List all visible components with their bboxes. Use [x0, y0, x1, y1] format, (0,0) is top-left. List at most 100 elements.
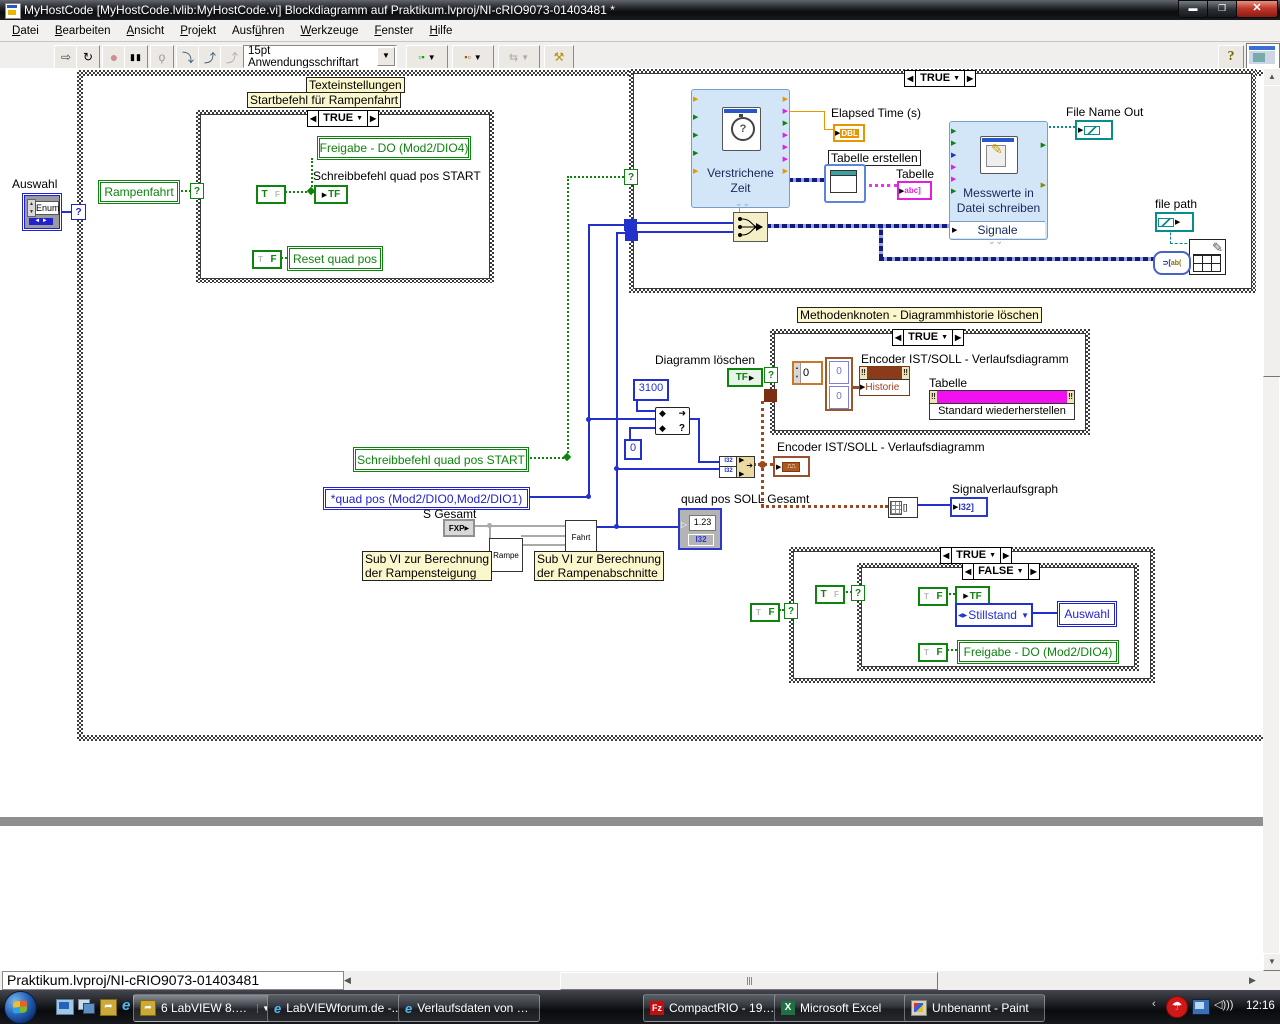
auswahl-enum-control[interactable]: ▲▼ Enum ◄ ► — [22, 193, 62, 231]
case-next-icon[interactable]: ▶ — [1000, 548, 1011, 563]
quad-pos-soll-indicator[interactable]: ▷ 1.23 I32 — [678, 508, 722, 550]
case-next-icon[interactable]: ▶ — [1027, 564, 1039, 579]
step-out-button[interactable]: ⤴ — [220, 45, 244, 69]
run-button[interactable]: ⇨ — [54, 45, 78, 69]
help-button[interactable]: ? — [1218, 45, 1244, 69]
close-button[interactable]: ✕ — [1236, 0, 1278, 18]
menu-datei[interactable]: Datei — [12, 24, 39, 37]
expand-chevron-icon[interactable]: ⌄⌄ — [988, 236, 1004, 246]
dbl-indicator[interactable]: ▶DBL — [833, 124, 865, 142]
avira-tray-icon[interactable]: ☂ — [1166, 996, 1188, 1018]
stillstand-enum-constant[interactable]: ◀▶ Stillstand ▼ — [955, 603, 1033, 627]
diagramm-loeschen-local[interactable]: TF▶ — [727, 368, 763, 387]
fxp-node[interactable]: FXP▶ — [443, 519, 475, 537]
rampenfahrt-local[interactable]: Rampenfahrt — [98, 180, 180, 204]
font-selector-dropdown-icon[interactable]: ▼ — [377, 47, 395, 66]
h-scroll-right[interactable]: ▶ — [1249, 975, 1256, 985]
taskbar-button-verlaufsdaten[interactable]: e Verlaufsdaten von ei... — [398, 994, 540, 1022]
case-dropdown-icon[interactable]: ▼ — [989, 552, 997, 559]
group-expand-icon[interactable]: ▼ — [257, 1003, 270, 1013]
resize-objects-button[interactable]: ⇆▼ — [498, 45, 540, 69]
bundle-node[interactable]: ▶▶➔ — [736, 456, 755, 478]
clock[interactable]: 12:16 — [1246, 1000, 1275, 1012]
step-over-button[interactable]: ⤴ — [198, 45, 222, 69]
taskbar-button-paint[interactable]: Unbenannt - Paint — [904, 994, 1045, 1022]
case-dropdown-icon[interactable]: ▼ — [356, 115, 364, 122]
convert-to-dynamic-node[interactable]: ⊃[ab( — [1153, 251, 1191, 275]
menu-werkzeuge[interactable]: Werkzeuge — [300, 24, 359, 37]
tray-chevron-icon[interactable]: ‹ — [1152, 998, 1156, 1010]
menu-ansicht[interactable]: Ansicht — [126, 24, 165, 37]
app-icon[interactable] — [5, 3, 21, 19]
start-button[interactable] — [4, 991, 37, 1024]
schreibbefehl-local-2[interactable]: Schreibbefehl quad pos START — [353, 447, 529, 472]
menu-projekt[interactable]: Projekt — [180, 24, 217, 37]
tabelle-indicator[interactable]: ▶abc] — [897, 181, 932, 200]
while-loop-border-bottom[interactable] — [77, 735, 1263, 741]
case-next-icon[interactable]: ▶ — [367, 111, 378, 126]
minimize-button[interactable]: ▬ — [1178, 0, 1208, 18]
case-next-icon[interactable]: ▶ — [952, 330, 963, 345]
vi-path-box[interactable]: Praktikum.lvproj/NI-cRIO9073-01403481 — [2, 971, 344, 990]
signalverlaufsgraph-terminal[interactable]: ▶I32] — [950, 497, 988, 517]
merge-signals-node[interactable] — [733, 212, 768, 242]
case-dropdown-icon[interactable]: ▼ — [1016, 568, 1024, 575]
while-loop-border-left[interactable] — [77, 70, 83, 741]
restore-button[interactable]: ❐ — [1207, 0, 1237, 18]
quicklaunch-ie-icon[interactable]: e — [122, 997, 131, 1014]
i32-conversion-2[interactable]: I32 — [719, 466, 738, 478]
menu-bearbeiten[interactable]: Bearbeiten — [54, 24, 111, 37]
build-array-node[interactable]: [] — [888, 497, 918, 518]
vi-icon-pane[interactable]: ​ — [1246, 43, 1280, 69]
menu-fenster[interactable]: Fenster — [374, 24, 414, 37]
quad-pos-io-node[interactable]: *quad pos (Mod2/DIO0,Mod2/DIO1) — [323, 487, 530, 510]
historie-property-node[interactable]: ‼‼ ▶Historie — [859, 366, 910, 396]
case-selector-tl[interactable]: ◀TRUE▼▶ — [307, 110, 380, 127]
tabelle-property-node[interactable]: ‼‼ Standard wiederherstellen — [929, 390, 1075, 420]
volume-tray-icon[interactable]: ◁))) — [1214, 999, 1234, 1011]
numeric-constant-0[interactable]: ▲▼ 0 — [792, 361, 823, 385]
case-dropdown-icon[interactable]: ▼ — [953, 75, 961, 82]
build-table-vi[interactable] — [824, 164, 866, 203]
case-next-icon[interactable]: ▶ — [964, 71, 975, 86]
tf-local-variable[interactable]: ▶TF — [314, 185, 348, 204]
h-scroll-left[interactable]: ◀ — [344, 975, 351, 985]
quicklaunch-show-desktop-icon[interactable] — [56, 999, 74, 1015]
rampe-subvi[interactable]: Rampe — [489, 538, 523, 572]
case-dropdown-icon[interactable]: ▼ — [941, 334, 949, 341]
encoder-chart-terminal[interactable]: ▶⎍⎍ — [773, 456, 810, 477]
case-selector-mid[interactable]: ◀TRUE▼▶ — [892, 329, 965, 346]
abort-button[interactable]: ● — [102, 45, 126, 69]
constant-0[interactable]: 0 — [624, 439, 642, 460]
distribute-objects-button[interactable]: ▪▫▼ — [452, 45, 494, 69]
write-spreadsheet-file-icon[interactable]: ✎ — [1189, 239, 1226, 275]
v-scroll-thumb[interactable] — [1263, 85, 1280, 377]
case-selector-br-inner[interactable]: ◀FALSE▼▶ — [962, 563, 1040, 580]
reset-quad-pos-local[interactable]: Reset quad pos — [287, 246, 383, 271]
cluster-constant[interactable]: 0 0 — [825, 357, 853, 411]
file-path-control[interactable]: ▶ — [1155, 212, 1194, 232]
case-selector-br-outer[interactable]: ◀TRUE▼▶ — [940, 547, 1013, 564]
expand-chevron-icon[interactable]: ⌄⌄ — [735, 198, 751, 208]
taskbar-button-labview[interactable]: ➦ 6 LabVIEW 8.6 Dev... ▼ — [133, 994, 277, 1022]
v-scroll-down[interactable]: ▼ — [1263, 953, 1280, 971]
case-selector-tr[interactable]: ◀TRUE▼▶ — [904, 70, 977, 87]
constant-3100[interactable]: 3100 — [633, 379, 669, 401]
tf-local-br[interactable]: ▶TF — [955, 586, 990, 606]
align-objects-button[interactable]: ▫▪▼ — [406, 45, 448, 69]
taskbar-button-compactrio[interactable]: Fz CompactRIO - 192.1... — [643, 994, 785, 1022]
auswahl-local[interactable]: Auswahl — [1057, 601, 1117, 627]
quicklaunch-window-switcher-icon[interactable]: ​​ — [78, 999, 95, 1014]
font-selector[interactable]: 15pt Anwendungsschriftart ▼ — [243, 45, 397, 69]
pause-button[interactable]: ▮▮ — [124, 45, 148, 69]
taskbar-button-labviewforum[interactable]: e LabVIEWforum.de -... — [267, 994, 409, 1022]
step-into-button[interactable]: ⤵ — [176, 45, 200, 69]
select-node[interactable]: ◆ ➜ ◆ ? — [655, 407, 690, 435]
menu-ausfuehren[interactable]: Ausführen — [232, 24, 285, 37]
